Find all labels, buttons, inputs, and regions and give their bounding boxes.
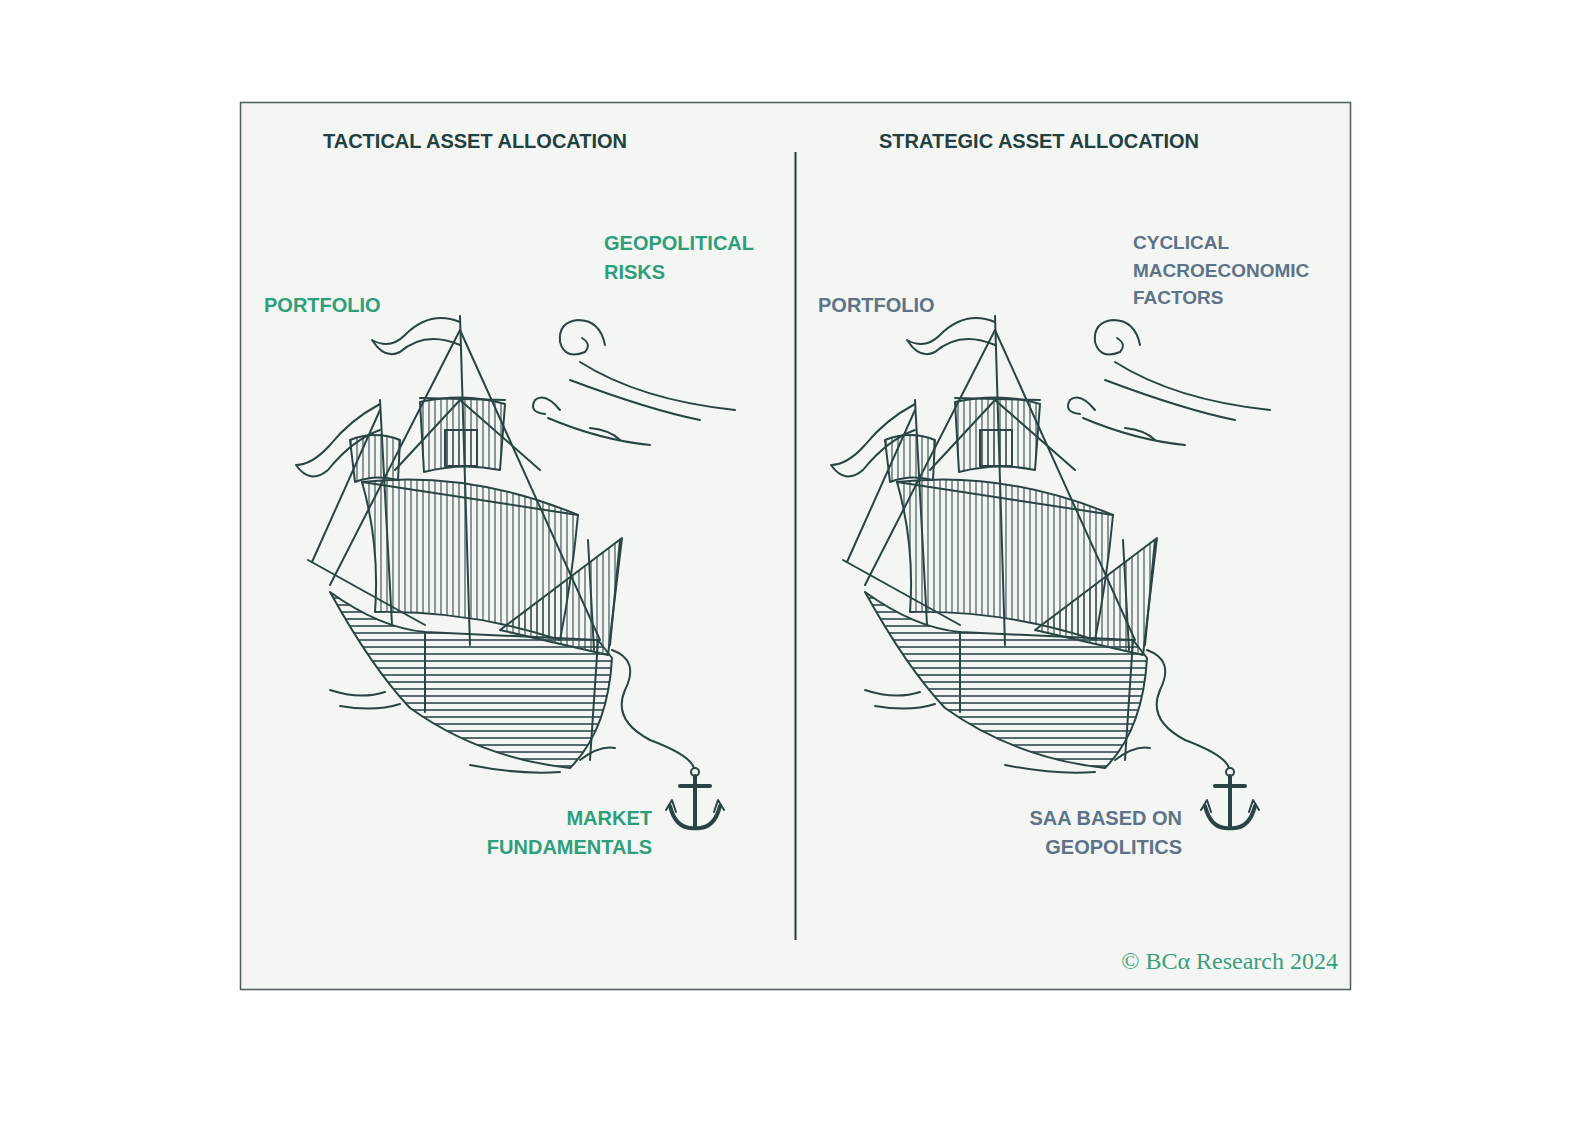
anchor-label: MARKET FUNDAMENTALS <box>447 804 652 862</box>
risk-label: GEOPOLITICAL RISKS <box>604 229 789 287</box>
portfolio-label: PORTFOLIO <box>818 291 1018 320</box>
divider <box>795 152 797 940</box>
anchor-label: SAA BASED ON GEOPOLITICS <box>982 804 1182 862</box>
panel-heading: TACTICAL ASSET ALLOCATION <box>323 127 743 156</box>
factor-label: CYCLICAL MACROECONOMIC FACTORS <box>1133 229 1345 312</box>
frame <box>241 103 1351 990</box>
ship-drawing <box>831 316 1270 828</box>
watermark: © BCα Research 2024 <box>1040 944 1338 979</box>
portfolio-label: PORTFOLIO <box>264 291 464 320</box>
panel-heading: STRATEGIC ASSET ALLOCATION <box>879 127 1319 156</box>
ship-drawing <box>296 316 735 828</box>
